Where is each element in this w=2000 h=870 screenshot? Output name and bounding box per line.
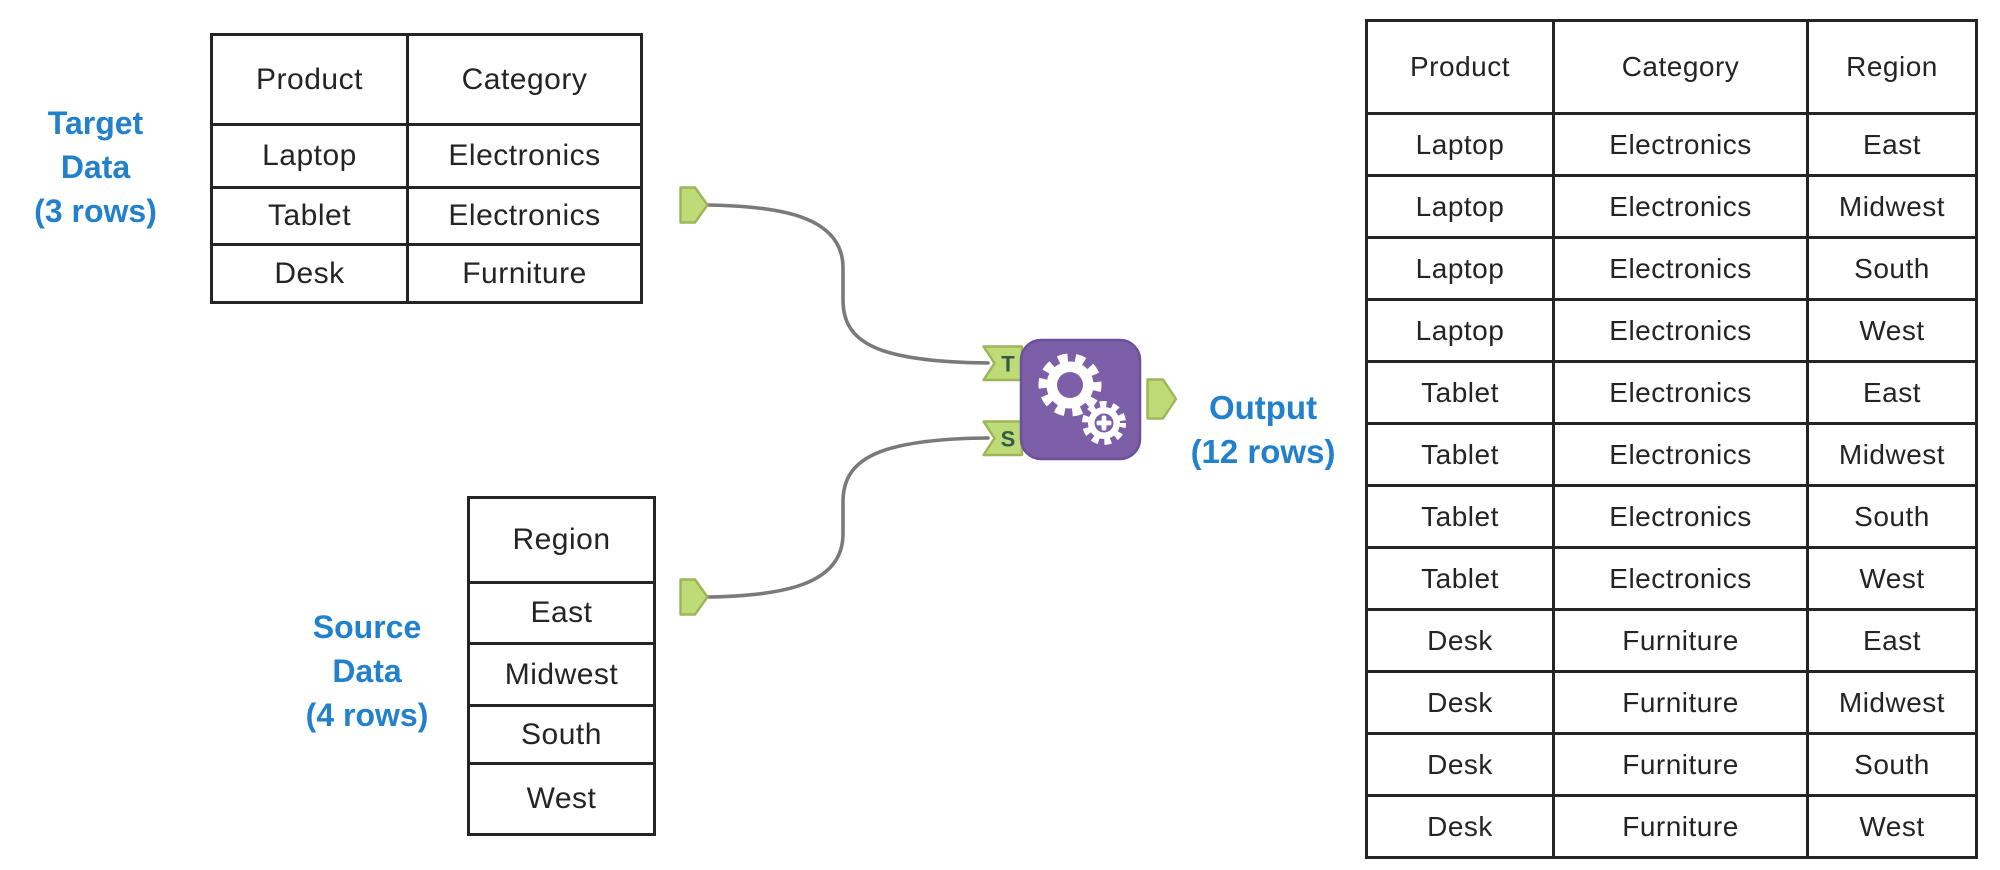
- table-cell: Electronics: [1552, 546, 1806, 608]
- table-cell: South: [470, 704, 653, 762]
- table-cell: Desk: [213, 243, 406, 301]
- column-header: Product: [1410, 51, 1510, 82]
- target-data-label-line2: Data: [60, 149, 131, 185]
- table-cell: Desk: [1368, 794, 1552, 856]
- table-cell: Laptop: [213, 123, 406, 186]
- table-cell: Desk: [1368, 670, 1552, 732]
- table-cell: Furniture: [406, 243, 640, 301]
- table-cell: Tablet: [1368, 484, 1552, 546]
- column-header: Category: [406, 36, 640, 123]
- table-cell: Tablet: [213, 186, 406, 243]
- table-cell: Midwest: [1806, 670, 1975, 732]
- target-data-label-line1: Target: [47, 105, 144, 141]
- source-table-output-anchor-icon: [679, 578, 709, 616]
- input-anchor-s-label: S: [1001, 427, 1016, 452]
- table-cell: Tablet: [1368, 546, 1552, 608]
- input-anchor-t-icon: T: [982, 345, 1024, 382]
- table-cell: Furniture: [1552, 670, 1806, 732]
- table-cell: Tablet: [1368, 422, 1552, 484]
- table-cell: Electronics: [1552, 484, 1806, 546]
- source-data-label-line1: Source: [312, 609, 422, 645]
- table-cell: East: [1806, 112, 1975, 174]
- wire-target-to-t-anchor: [704, 203, 990, 365]
- table-cell: South: [1806, 484, 1975, 546]
- target-data-label-line3: (3 rows): [34, 193, 157, 229]
- input-anchor-s-icon: S: [982, 420, 1024, 457]
- output-label-line2: (12 rows): [1190, 433, 1336, 470]
- target-data-label: Target Data (3 rows): [8, 101, 183, 233]
- table-cell: South: [1806, 732, 1975, 794]
- table-cell: West: [470, 762, 653, 833]
- gears-append-icon: [1038, 353, 1126, 445]
- output-label: Output (12 rows): [1148, 386, 1378, 474]
- table-cell: West: [1806, 546, 1975, 608]
- table-cell: Electronics: [1552, 236, 1806, 298]
- table-cell: Laptop: [1368, 236, 1552, 298]
- table-cell: South: [1806, 236, 1975, 298]
- table-cell: Furniture: [1552, 794, 1806, 856]
- column-header: Region: [512, 523, 611, 556]
- table-cell: Midwest: [1806, 422, 1975, 484]
- target-table-output-anchor-icon: [679, 186, 709, 224]
- table-cell: Electronics: [1552, 298, 1806, 360]
- column-header: Region: [1806, 22, 1975, 112]
- append-fields-tool-node: [1019, 338, 1142, 461]
- source-data-label: Source Data (4 rows): [272, 605, 462, 737]
- column-header: Category: [1552, 22, 1806, 112]
- source-data-label-line3: (4 rows): [305, 697, 429, 733]
- table-cell: Laptop: [1368, 174, 1552, 236]
- wire-source-to-s-anchor: [704, 436, 990, 599]
- input-anchor-t-label: T: [1001, 352, 1015, 377]
- table-cell: Tablet: [1368, 360, 1552, 422]
- table-cell: Laptop: [1368, 112, 1552, 174]
- table-cell: West: [1806, 298, 1975, 360]
- table-cell: Electronics: [1552, 174, 1806, 236]
- table-cell: Desk: [1368, 732, 1552, 794]
- table-cell: Midwest: [1806, 174, 1975, 236]
- source-data-label-line2: Data: [332, 653, 402, 689]
- table-cell: East: [470, 581, 653, 642]
- table-cell: West: [1806, 794, 1975, 856]
- table-cell: Furniture: [1552, 608, 1806, 670]
- table-cell: Furniture: [1552, 732, 1806, 794]
- table-cell: Electronics: [1552, 112, 1806, 174]
- output-label-line1: Output: [1208, 389, 1318, 426]
- table-cell: Electronics: [406, 186, 640, 243]
- column-header: Product: [256, 62, 363, 96]
- table-cell: Laptop: [1368, 298, 1552, 360]
- table-cell: Electronics: [1552, 360, 1806, 422]
- table-cell: Midwest: [470, 642, 653, 704]
- table-cell: East: [1806, 608, 1975, 670]
- tool-output-anchor-icon: [1146, 378, 1178, 420]
- table-cell: Electronics: [406, 123, 640, 186]
- table-cell: Electronics: [1552, 422, 1806, 484]
- table-cell: Desk: [1368, 608, 1552, 670]
- table-cell: East: [1806, 360, 1975, 422]
